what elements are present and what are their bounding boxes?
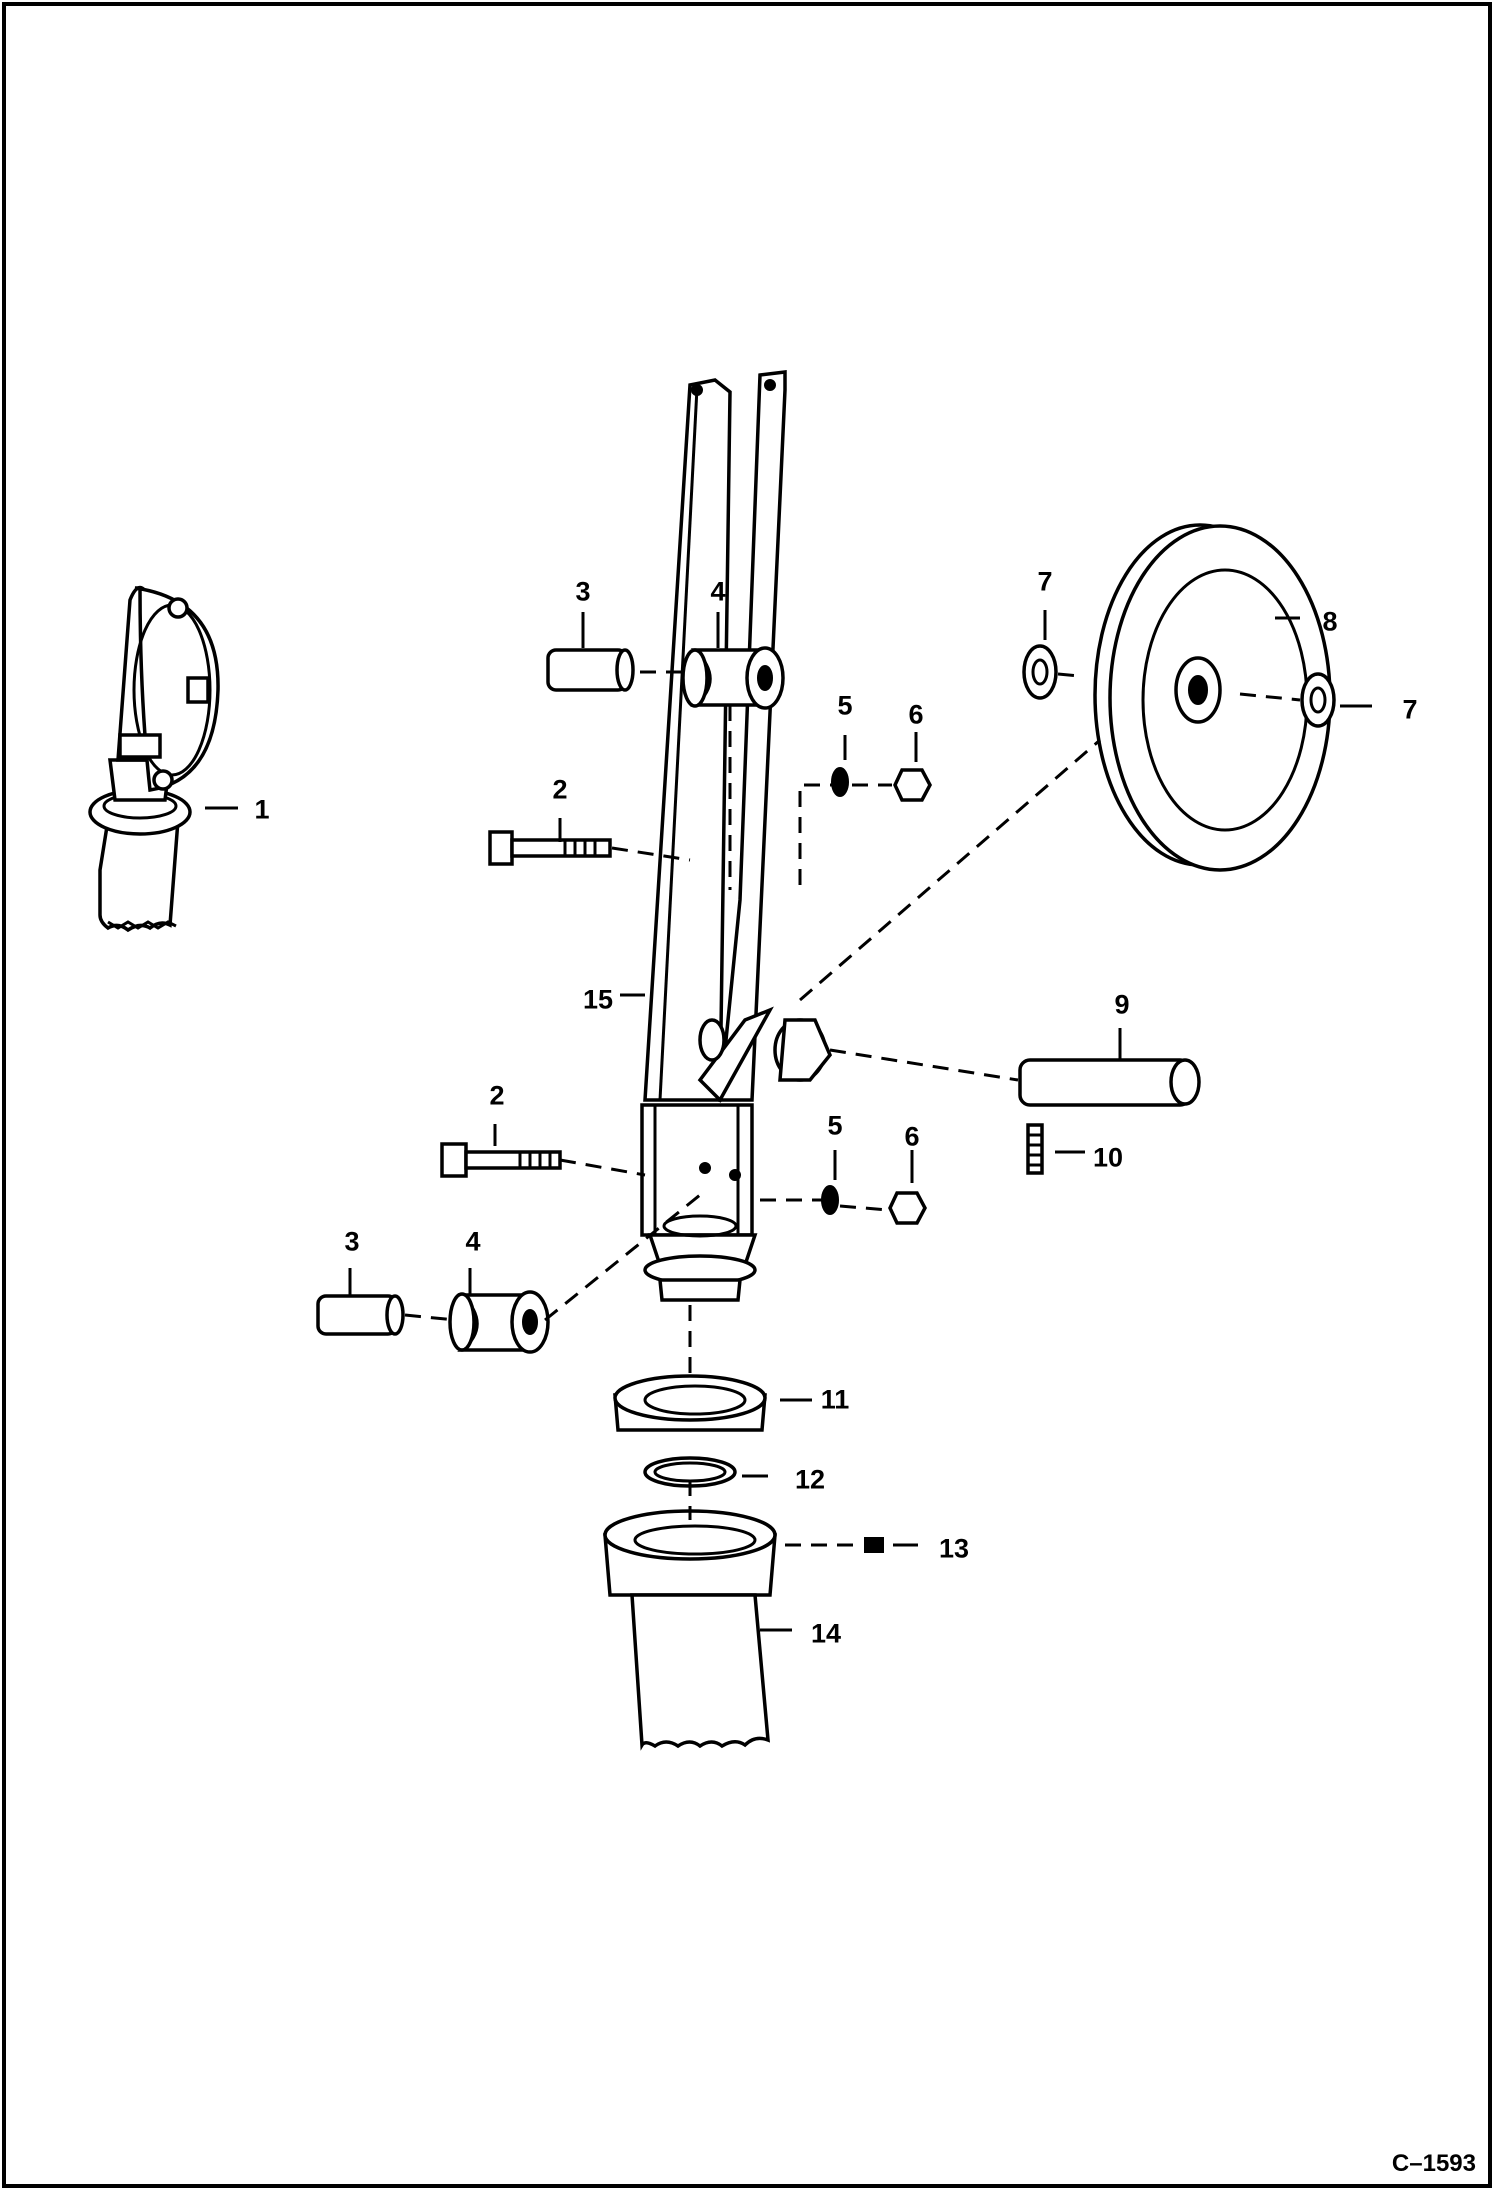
idler-arm-bracket <box>640 370 833 1302</box>
leader-lines <box>205 610 1372 1632</box>
upper-hardware <box>488 767 932 866</box>
callout-11: 11 <box>820 1384 850 1415</box>
pulley-assembly <box>1022 523 1336 872</box>
callout-15: 15 <box>582 984 614 1015</box>
callout-13: 13 <box>938 1533 970 1564</box>
inset-assembly <box>88 585 220 933</box>
callout-9: 9 <box>1114 989 1130 1020</box>
base-assembly <box>603 1374 884 1751</box>
callout-4-upper: 4 <box>710 576 726 607</box>
callout-2-lower: 2 <box>489 1080 505 1111</box>
callout-10: 10 <box>1092 1142 1124 1173</box>
upper-roller-set <box>546 646 785 710</box>
assembly-lines <box>404 670 1301 1547</box>
callout-6-upper: 6 <box>908 699 924 730</box>
callout-5-lower: 5 <box>827 1110 843 1141</box>
callout-1: 1 <box>254 794 270 825</box>
lower-roller-set <box>316 1290 550 1354</box>
pivot-pin-set <box>1018 1058 1201 1175</box>
callout-5-upper: 5 <box>837 690 853 721</box>
callout-12: 12 <box>794 1464 826 1495</box>
callout-7-right: 7 <box>1402 694 1418 725</box>
callout-4-lower: 4 <box>465 1226 481 1257</box>
callout-14: 14 <box>810 1618 842 1649</box>
callout-3-upper: 3 <box>575 576 591 607</box>
callout-8: 8 <box>1322 606 1338 637</box>
callout-7-left: 7 <box>1037 566 1053 597</box>
callout-3-lower: 3 <box>344 1226 360 1257</box>
callout-2-upper: 2 <box>552 774 568 805</box>
callout-6-lower: 6 <box>904 1121 920 1152</box>
figure-id-label: C–1593 <box>1391 2150 1476 2177</box>
